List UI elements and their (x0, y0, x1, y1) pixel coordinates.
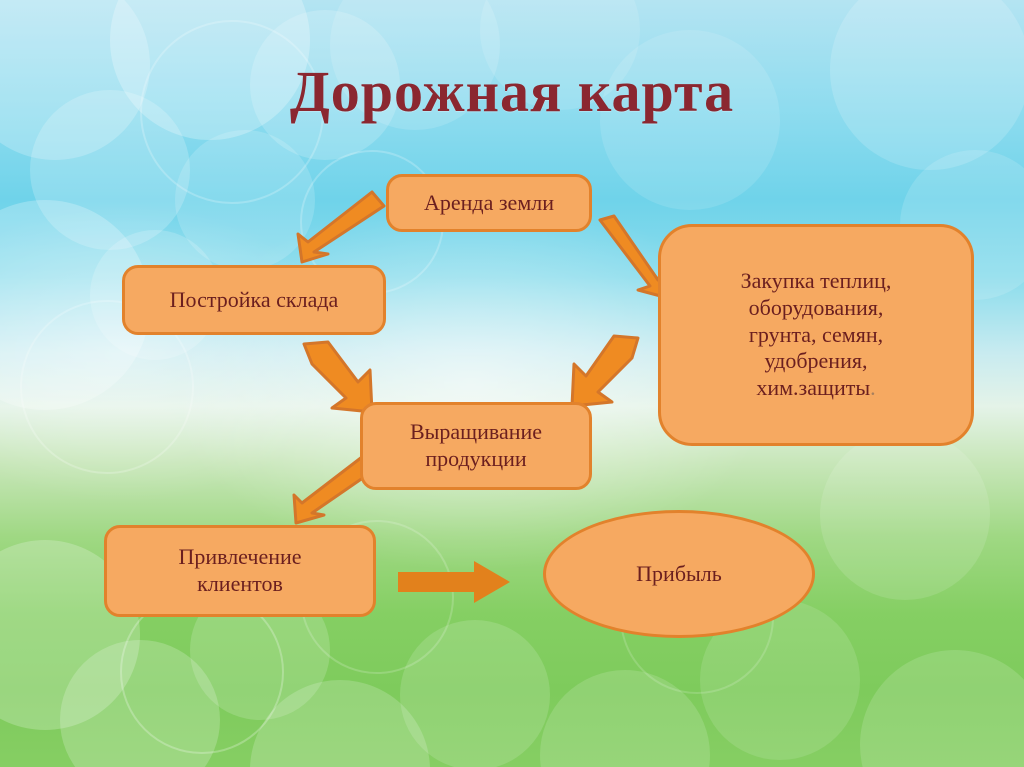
page-title: Дорожная карта (289, 59, 735, 124)
node-line-1: Закупка теплиц, (740, 267, 892, 293)
node-label: Постройка склада (169, 286, 339, 312)
arrow-arenda-to-postroyka (276, 190, 386, 265)
node-label: Прибыль (636, 560, 722, 586)
arrow-vyrashivanie-to-privlechenie (280, 455, 372, 531)
node-label: Аренда земли (423, 189, 554, 215)
node-line-1: Привлечение (178, 544, 302, 570)
node-vyrashivanie-produktsii[interactable]: Выращивание продукции (360, 402, 592, 490)
node-line-2: клиентов (197, 571, 283, 596)
node-line-1: Выращивание (409, 419, 543, 445)
node-line-5: хим.защиты (756, 375, 871, 401)
node-privlechenie-klientov[interactable]: Привлечение клиентов (104, 525, 376, 617)
node-label-trailing-dot: . (870, 375, 876, 401)
node-line-2: продукции (425, 446, 527, 471)
node-pribyl[interactable]: Прибыль (543, 510, 815, 638)
node-arenda-zemli[interactable]: Аренда земли (386, 174, 592, 232)
arrow-privlechenie-to-pribyl (398, 560, 514, 606)
node-postroyka-sklada[interactable]: Постройка склада (122, 265, 386, 335)
node-line-3: грунта, семян, (748, 321, 884, 347)
node-line-4: удобрения, (764, 348, 868, 374)
node-label-multiline: Выращивание продукции (373, 419, 579, 473)
node-line-2: оборудования, (748, 294, 884, 320)
node-zakupka-teplits[interactable]: Закупка теплиц, оборудования, грунта, се… (658, 224, 974, 446)
node-label-multiline: Закупка теплиц, оборудования, грунта, се… (671, 268, 961, 402)
node-label-multiline: Привлечение клиентов (117, 544, 363, 598)
